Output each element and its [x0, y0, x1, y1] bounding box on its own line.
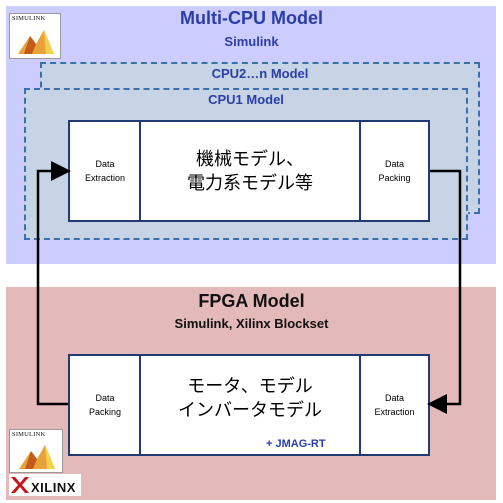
simulink-logo-bottom: SIMULINK [9, 429, 63, 473]
fpga-data-extraction-cell: Data Extraction [361, 356, 428, 454]
fpga-section-title: FPGA Model [198, 291, 305, 311]
fpga-data-extraction-label: Data Extraction [374, 393, 415, 417]
cpu-model-description: 機械モデル、 電力系モデル等 [187, 149, 313, 193]
cpu2-n-model-label: CPU2…n Model [211, 66, 309, 81]
cpu-model-block: Data Extraction 機械モデル、 電力系モデル等 Data Pack… [68, 120, 430, 222]
cpu-section-subtitle: Simulink [224, 34, 279, 49]
fpga-model-center-cell: モータ、モデル インバータモデル [141, 356, 359, 454]
cpu-data-packing-label: Data Packing [378, 159, 411, 183]
cpu-data-extraction-cell: Data Extraction [70, 122, 140, 220]
fpga-section-subtitle: Simulink, Xilinx Blockset [174, 316, 329, 331]
xilinx-x-icon [11, 477, 29, 493]
fpga-model-block: Data Packing モータ、モデル インバータモデル + JMAG-RT … [68, 354, 430, 456]
cpu1-model-label: CPU1 Model [208, 92, 284, 107]
cpu-block-divider-left [139, 122, 141, 220]
cpu-section-title: Multi-CPU Model [180, 8, 323, 28]
fpga-block-divider-right [359, 356, 361, 454]
simulink-logo-bottom-icon [19, 445, 55, 469]
simulink-logo-icon [18, 30, 54, 54]
fpga-block-divider-left [139, 356, 141, 454]
arrow-fpga-to-cpu [36, 161, 71, 406]
cpu-data-packing-cell: Data Packing [361, 122, 428, 220]
simulink-logo-text: SIMULINK [12, 15, 46, 22]
fpga-data-packing-cell: Data Packing [70, 356, 140, 454]
xilinx-logo-text: XILINX [31, 480, 76, 495]
arrow-cpu-to-fpga [427, 169, 462, 414]
cpu-model-center-cell: 機械モデル、 電力系モデル等 [141, 122, 359, 220]
xilinx-logo: XILINX [9, 474, 81, 496]
cpu-block-divider-right [359, 122, 361, 220]
jmag-rt-label: + JMAG-RT [266, 438, 326, 450]
simulink-logo-top: SIMULINK [9, 13, 61, 59]
cpu-data-extraction-label: Data Extraction [84, 159, 126, 183]
simulink-logo-bottom-text: SIMULINK [12, 431, 46, 438]
fpga-model-description: モータ、モデル インバータモデル [178, 376, 322, 420]
fpga-data-packing-label: Data Packing [88, 393, 122, 417]
